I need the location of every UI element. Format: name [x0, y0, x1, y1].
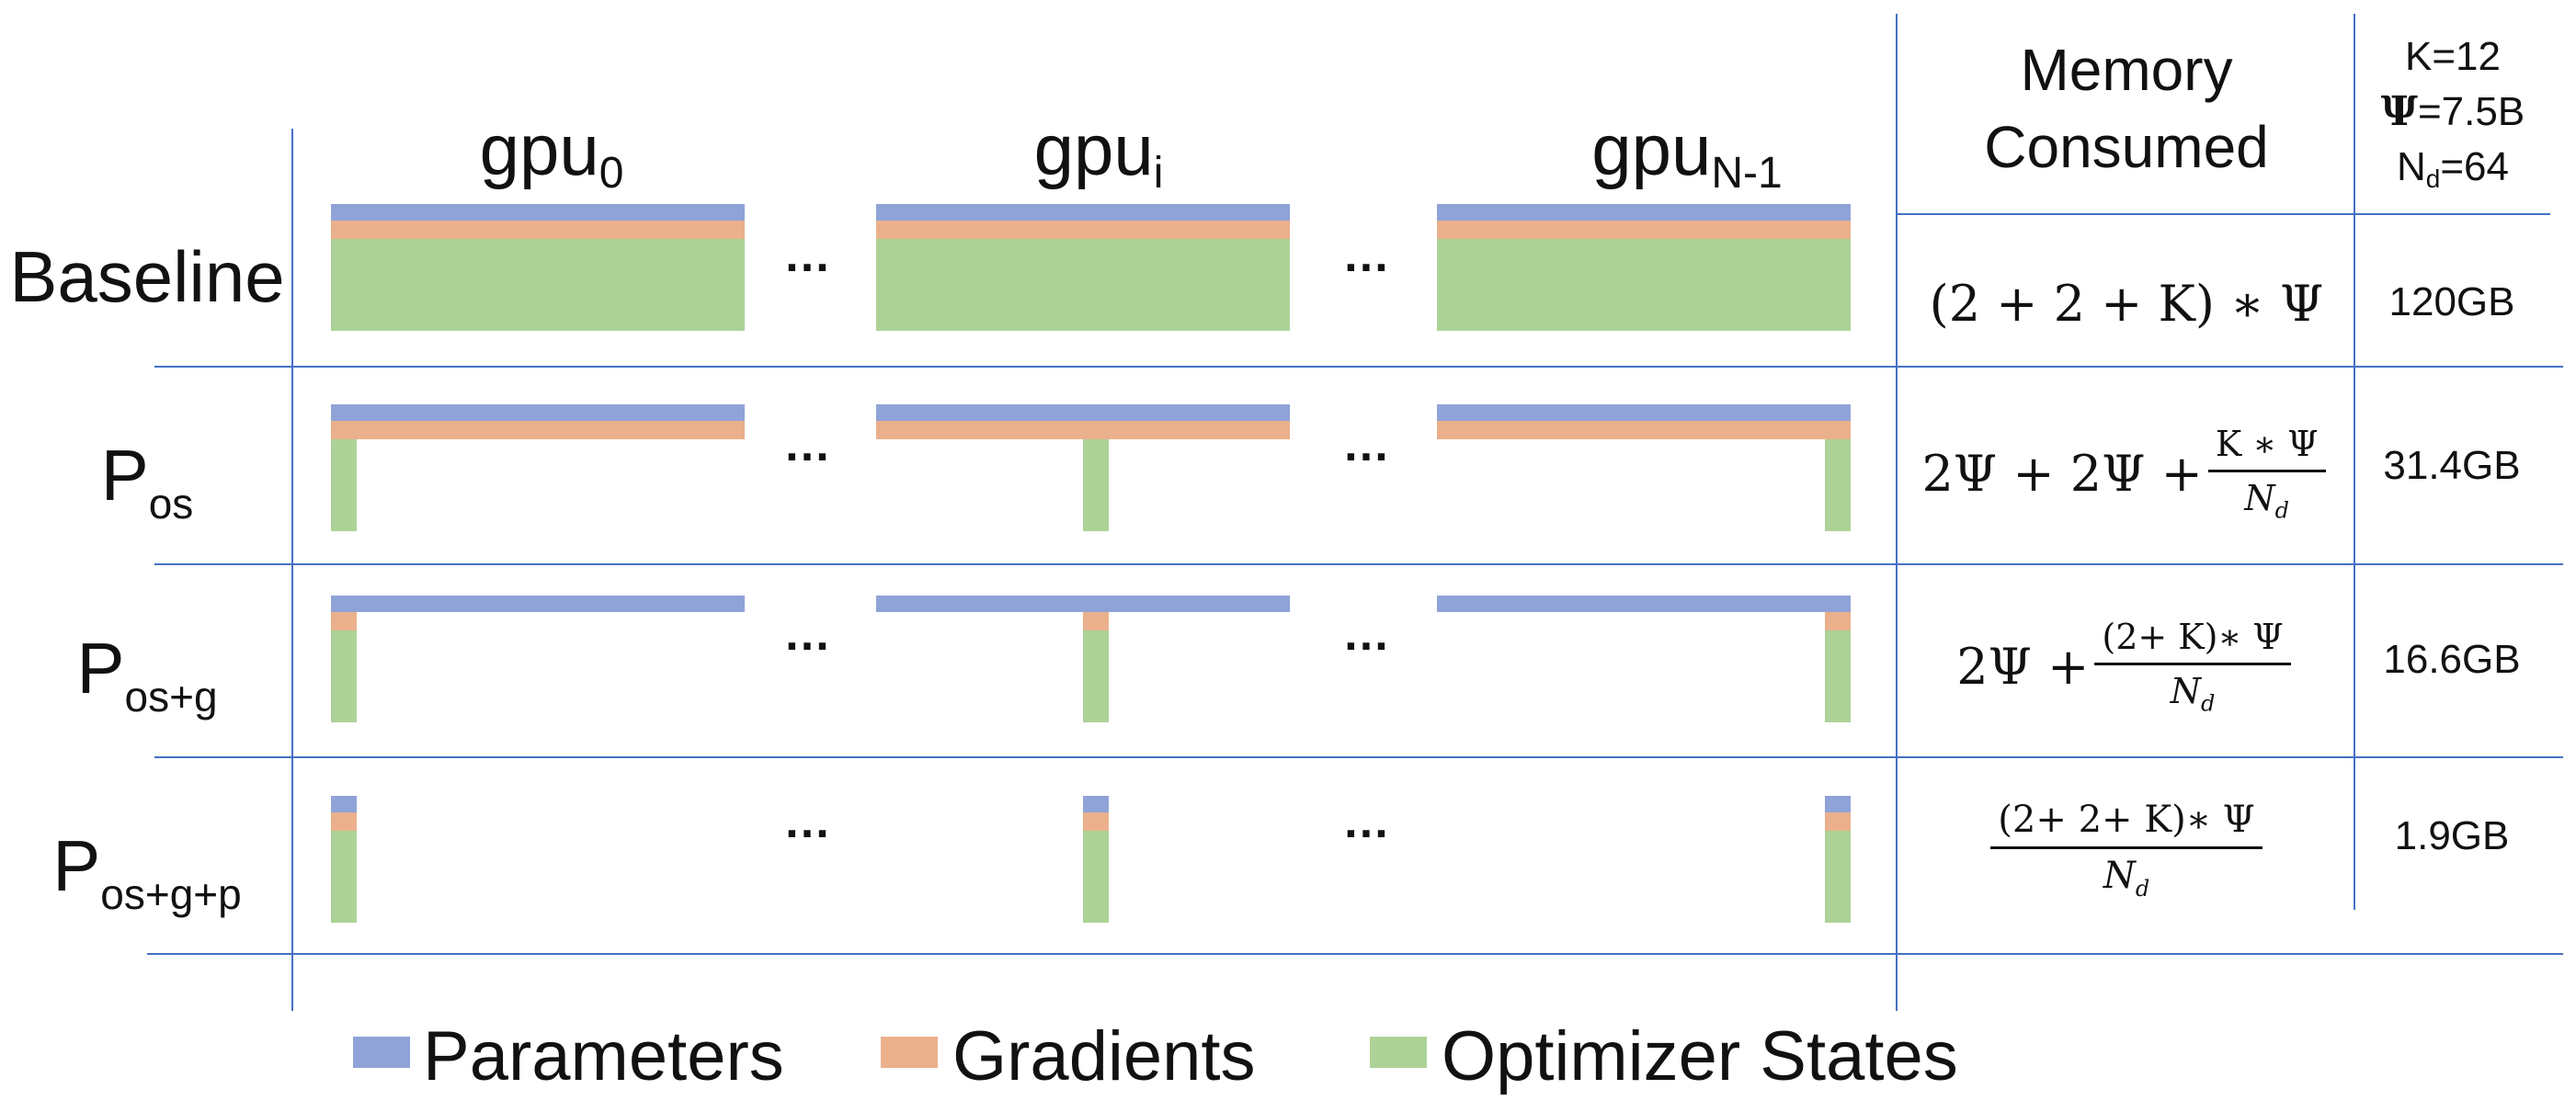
posgp-gpui-gradients	[1083, 812, 1109, 831]
ellipsis: …	[783, 795, 831, 848]
posg-gpui-optimizer	[1083, 630, 1109, 722]
row-label-posg: Pos+g	[76, 628, 218, 721]
legend-gradients-label: Gradients	[952, 1017, 1256, 1095]
formula-baseline: (2 + 2 + K) ∗ Ψ	[1929, 274, 2324, 333]
memory-column-divider	[1896, 14, 1898, 1011]
k-constant: K=12	[2405, 34, 2501, 79]
row-label-baseline: Baseline	[9, 236, 285, 317]
baseline-gpu0-gradients	[331, 221, 745, 239]
posg-gpui-gradients	[1083, 612, 1109, 630]
ellipsis: …	[1342, 418, 1390, 471]
ellipsis: …	[783, 418, 831, 471]
posg-gpun-parameters	[1437, 596, 1851, 612]
posg-gpun-gradients	[1825, 612, 1851, 630]
baseline-gpu0-optimizer	[331, 239, 745, 331]
row-divider-4	[147, 953, 2563, 955]
left-axis-line	[291, 129, 293, 1011]
posgp-gpu0-gradients	[331, 812, 357, 831]
pos-gpu0-gradients	[331, 421, 745, 439]
legend-optimizer-states-label: Optimizer States	[1442, 1017, 1958, 1095]
legend-parameters-swatch	[353, 1037, 410, 1068]
baseline-gpu0-parameters	[331, 204, 745, 221]
value-posgp: 1.9GB	[2394, 813, 2510, 858]
gpui-label: gpui	[1033, 109, 1164, 198]
legend-parameters-label: Parameters	[423, 1017, 784, 1095]
pos-gpun-gradients	[1437, 421, 1851, 439]
baseline-gpun-optimizer	[1437, 239, 1851, 331]
row-label-pos: Pos	[100, 435, 194, 528]
pos-gpu0-optimizer	[331, 439, 357, 531]
posg-gpu0-optimizer	[331, 630, 357, 722]
ellipsis: …	[783, 229, 831, 282]
pos-gpui-parameters	[876, 404, 1290, 421]
row-label-posgp: Pos+g+p	[52, 825, 242, 918]
header-divider-line	[1896, 213, 2550, 215]
pos-gpui-gradients	[876, 421, 1290, 439]
baseline-gpui-parameters	[876, 204, 1290, 221]
params-column-divider	[2354, 14, 2355, 910]
memory-consumed-header: Memory Consumed	[1984, 37, 2269, 180]
ellipsis: …	[1342, 795, 1390, 848]
gpun-label: gpuN-1	[1591, 109, 1783, 198]
pos-gpun-optimizer	[1825, 439, 1851, 531]
posgp-gpu0-optimizer	[331, 831, 357, 923]
posgp-gpun-optimizer	[1825, 831, 1851, 923]
value-baseline: 120GB	[2388, 279, 2515, 324]
pos-gpu0-parameters	[331, 404, 745, 421]
pos-gpun-parameters	[1437, 404, 1851, 421]
posgp-gpu0-parameters	[331, 796, 357, 812]
baseline-gpui-gradients	[876, 221, 1290, 239]
constants-header: K=12 Ψ=7.5B Nd=64	[2355, 29, 2550, 207]
value-posg: 16.6GB	[2383, 637, 2521, 682]
posgp-gpui-optimizer	[1083, 831, 1109, 923]
ellipsis: …	[1342, 229, 1390, 282]
legend-optimizer-states-swatch	[1370, 1037, 1427, 1068]
ellipsis: …	[783, 607, 831, 661]
psi-constant: Ψ=7.5B	[2380, 88, 2525, 135]
posgp-gpun-gradients	[1825, 812, 1851, 831]
row-divider-1	[154, 366, 2563, 368]
legend-gradients-swatch	[881, 1037, 938, 1068]
row-divider-3	[154, 756, 2563, 758]
posgp-gpui-parameters	[1083, 796, 1109, 812]
posg-gpun-optimizer	[1825, 630, 1851, 722]
nd-constant: Nd=64	[2397, 144, 2509, 193]
baseline-gpun-gradients	[1437, 221, 1851, 239]
gpu0-label: gpu0	[479, 109, 624, 198]
posg-gpu0-parameters	[331, 596, 745, 612]
pos-gpui-optimizer	[1083, 439, 1109, 531]
posgp-gpun-parameters	[1825, 796, 1851, 812]
baseline-gpun-parameters	[1437, 204, 1851, 221]
row-divider-2	[154, 563, 2563, 565]
baseline-gpui-optimizer	[876, 239, 1290, 331]
posg-gpui-parameters	[876, 596, 1290, 612]
posg-gpu0-gradients	[331, 612, 357, 630]
value-pos: 31.4GB	[2383, 443, 2521, 488]
ellipsis: …	[1342, 607, 1390, 661]
